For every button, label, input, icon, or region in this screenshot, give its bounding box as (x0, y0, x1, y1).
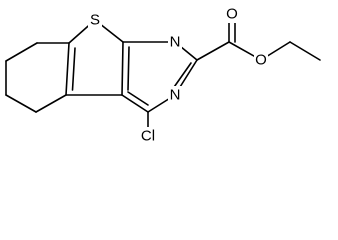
chemical-structure: S N N Cl O O (5, 5, 321, 145)
bond (127, 46, 130, 91)
nitrogen-label-top: N (170, 34, 181, 51)
bond (35, 94, 67, 113)
ester-oxygen-label: O (255, 52, 267, 69)
bond (171, 62, 192, 91)
bond (71, 47, 76, 91)
bond (127, 91, 149, 106)
chlorine-label: Cl (141, 128, 155, 145)
sulfur-label: S (90, 12, 100, 29)
nitrogen-label-bottom: N (170, 87, 181, 104)
bond (121, 41, 124, 96)
bond (121, 94, 149, 113)
bond (5, 42, 38, 62)
bond (5, 94, 37, 113)
bonds (5, 19, 321, 129)
bond (196, 41, 230, 61)
carbonyl-oxygen-label: O (226, 6, 238, 23)
atom-labels: S N N Cl O O (88, 5, 268, 145)
bond (289, 41, 321, 61)
bond (65, 42, 70, 96)
